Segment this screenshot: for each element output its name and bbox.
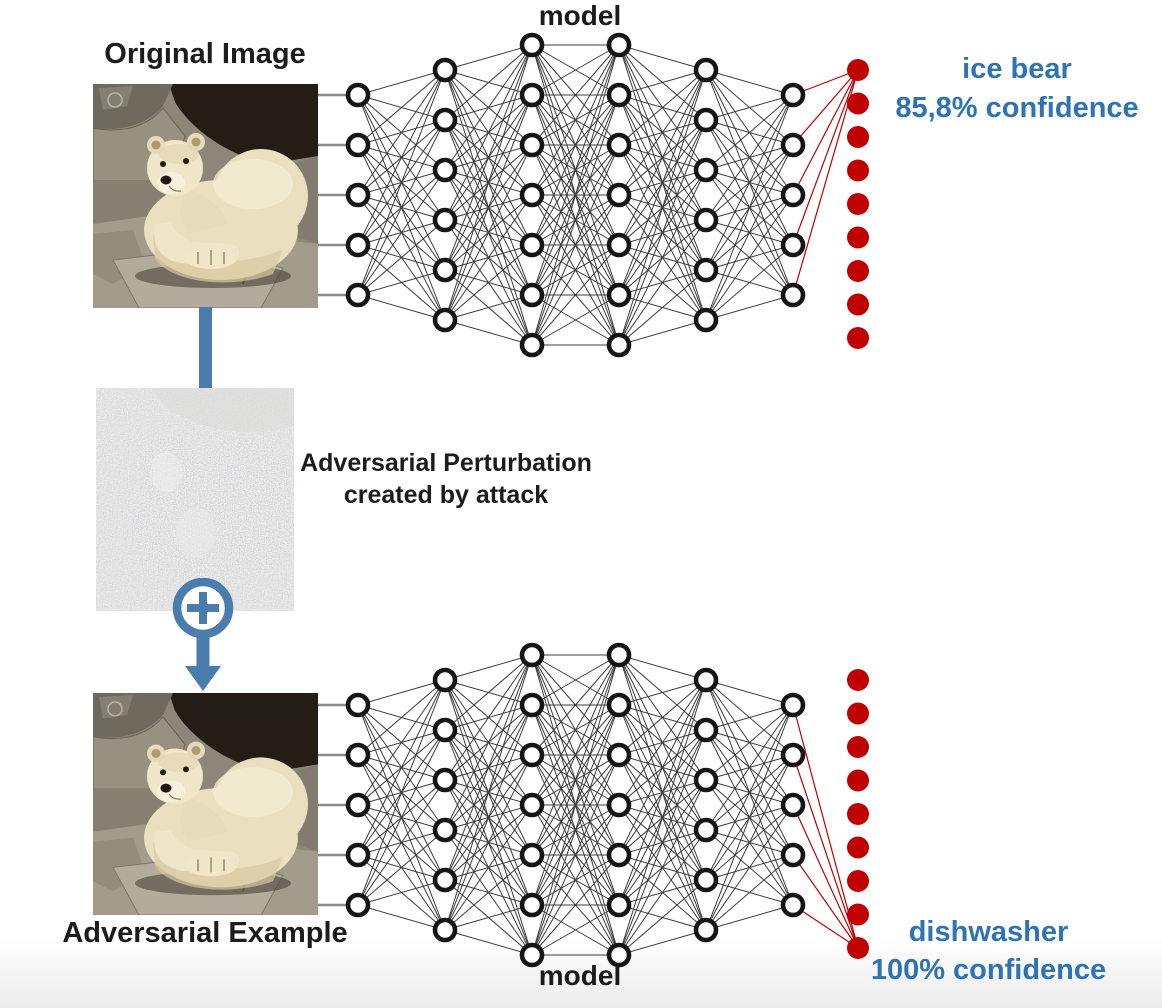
original-image <box>93 84 318 308</box>
adversarial-example-label: Adversarial Example <box>62 917 348 949</box>
noise-image <box>96 388 294 611</box>
nodes <box>345 32 806 358</box>
plus-circle-icon <box>172 578 234 639</box>
model-label-bottom: model <box>538 960 622 991</box>
arrow-down-icon <box>185 636 221 691</box>
background-gradient-strip <box>0 938 1162 1008</box>
connections <box>357 44 794 346</box>
adversarial-example-image <box>93 693 318 915</box>
prediction-bottom: dishwasher 100% confidence <box>840 913 1137 989</box>
plus-circle-arrow <box>172 578 234 691</box>
prediction-top: ice bear 85,8% confidence <box>870 50 1162 128</box>
perturbation-label-line2: created by attack <box>343 481 549 509</box>
connections <box>357 654 794 956</box>
arrow-down-shaft <box>199 307 212 388</box>
neural-network-bottom <box>318 642 869 968</box>
prediction-bottom-class: dishwasher <box>908 916 1069 948</box>
nodes <box>345 642 806 968</box>
output-dots <box>847 59 869 349</box>
perturbation-label: Adversarial Perturbation created by atta… <box>290 447 602 511</box>
highlight-connections <box>792 69 859 296</box>
original-image-label: Original Image <box>104 38 306 70</box>
model-label-top: model <box>538 0 622 31</box>
polar-bear-photo <box>93 84 318 308</box>
polar-bear-photo-adversarial <box>93 693 318 915</box>
perturbation-label-line1: Adversarial Perturbation <box>300 449 592 477</box>
prediction-top-class: ice bear <box>962 53 1072 85</box>
neural-network-top <box>318 32 869 358</box>
prediction-top-confidence: 85,8% confidence <box>895 92 1139 124</box>
highlight-connections <box>792 704 859 949</box>
output-dots <box>847 669 869 959</box>
perturbation-image <box>96 388 294 611</box>
prediction-bottom-confidence: 100% confidence <box>870 954 1107 986</box>
